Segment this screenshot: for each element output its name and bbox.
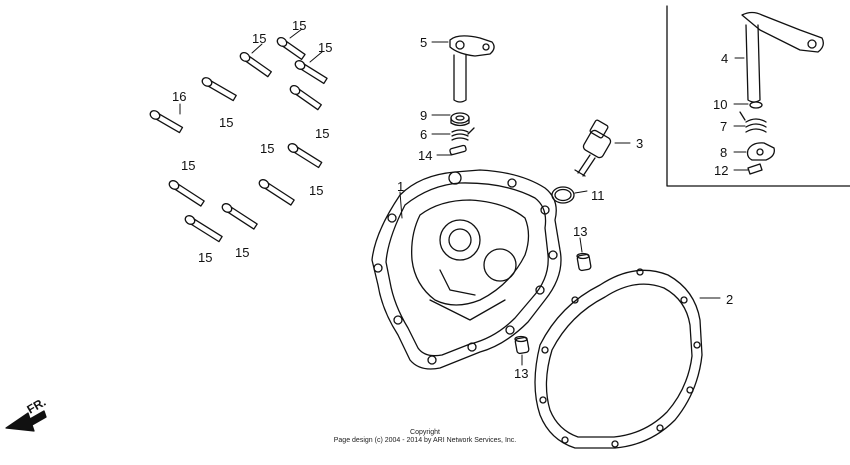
- callout-13-upper: 13: [573, 224, 587, 239]
- callout-11: 11: [591, 188, 605, 203]
- callout-9: 9: [420, 108, 427, 123]
- spindle-assembly[interactable]: [574, 119, 612, 177]
- kick-shaft[interactable]: [741, 11, 824, 103]
- copyright-notice: Page design (c) 2004 - 2014 by ARI Netwo…: [333, 437, 517, 444]
- spring-pin[interactable]: [449, 144, 467, 156]
- callout-15-a: 15: [292, 18, 306, 33]
- callout-3: 3: [636, 136, 643, 151]
- callout-15-c: 15: [318, 40, 332, 55]
- thrust-washer[interactable]: [749, 101, 763, 109]
- crankcase-cover[interactable]: [371, 169, 562, 370]
- shift-arm-shaft[interactable]: [449, 35, 495, 103]
- callout-2: 2: [726, 292, 733, 307]
- callout-13-lower: 13: [514, 366, 528, 381]
- callout-12: 12: [714, 163, 728, 178]
- callout-6: 6: [420, 127, 427, 142]
- callout-15-h: 15: [309, 183, 323, 198]
- callout-15-f: 15: [260, 141, 274, 156]
- o-ring[interactable]: [551, 186, 575, 204]
- ratchet-guide[interactable]: [747, 163, 763, 175]
- kick-spring[interactable]: [739, 111, 767, 133]
- callout-10: 10: [713, 97, 727, 112]
- callout-15-j: 15: [198, 250, 212, 265]
- copyright-line: Copyright: [410, 429, 440, 436]
- inset-box: [666, 5, 850, 187]
- cover-gasket[interactable]: [534, 268, 703, 449]
- leader-lines: [179, 28, 749, 366]
- callout-15-i: 15: [235, 245, 249, 260]
- callout-1: 1: [397, 179, 404, 194]
- callout-7: 7: [720, 119, 727, 134]
- callout-14: 14: [418, 148, 432, 163]
- callout-16: 16: [172, 89, 186, 104]
- callout-5: 5: [420, 35, 427, 50]
- dowel-pin-lower[interactable]: [514, 335, 530, 355]
- kick-ratchet[interactable]: [746, 142, 775, 161]
- callout-15-d: 15: [219, 115, 233, 130]
- callout-8: 8: [720, 145, 727, 160]
- callout-15-b: 15: [252, 31, 266, 46]
- callout-4: 4: [721, 51, 728, 66]
- oil-seal[interactable]: [450, 112, 470, 127]
- front-arrow-icon: [5, 410, 47, 432]
- return-spring[interactable]: [451, 127, 475, 141]
- callout-15-e: 15: [315, 126, 329, 141]
- flange-bolts[interactable]: [149, 36, 328, 243]
- dowel-pin-upper[interactable]: [576, 252, 592, 272]
- callout-15-g: 15: [181, 158, 195, 173]
